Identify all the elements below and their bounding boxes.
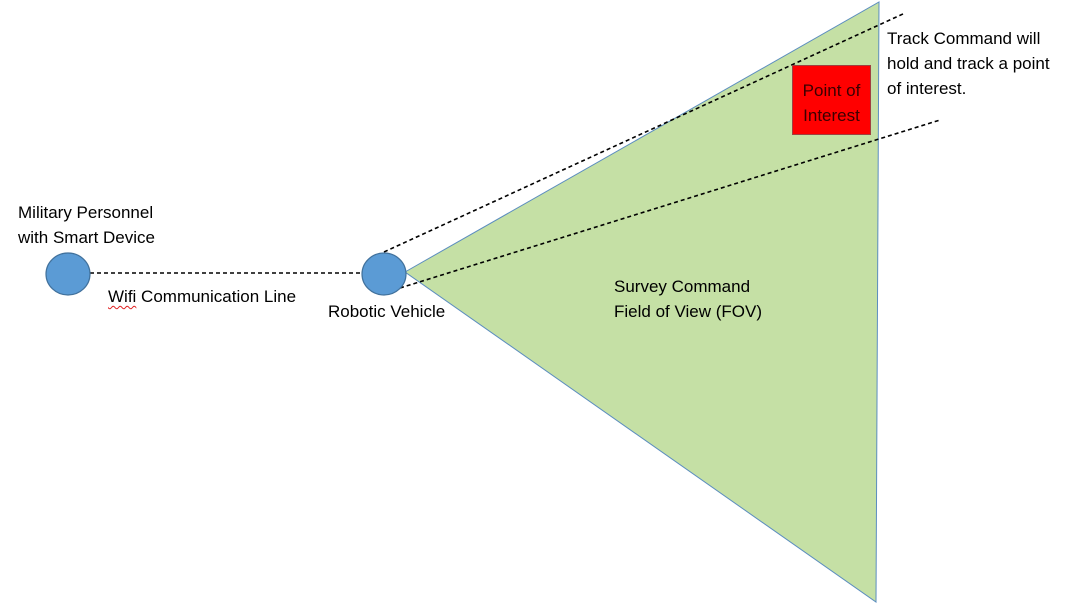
track-command-label-line: of interest. xyxy=(887,79,967,98)
survey-command-label-line: Survey Command xyxy=(614,277,751,296)
military-personnel-node[interactable] xyxy=(45,252,91,296)
wifi-communication-label: Wifi Communication Line xyxy=(108,284,296,309)
survey-command-label: Survey Command Field of View (FOV) xyxy=(614,274,762,324)
track-line-upper xyxy=(383,12,906,253)
wifi-label-rest: Communication Line xyxy=(136,287,297,306)
point-of-interest-box[interactable]: Point of Interest xyxy=(792,65,871,135)
military-personnel-label: Military Personnel with Smart Device xyxy=(18,200,155,250)
field-of-view-triangle xyxy=(404,1,880,603)
track-command-label-line: Track Command will xyxy=(887,29,1041,48)
track-line-lower xyxy=(399,119,941,289)
point-of-interest-label-line: Point of xyxy=(802,81,861,100)
point-of-interest-label-line: Interest xyxy=(803,106,860,125)
track-command-label-line: hold and track a point xyxy=(887,54,1050,73)
robotic-vehicle-node[interactable] xyxy=(361,252,407,296)
survey-command-label-line: Field of View (FOV) xyxy=(614,302,763,321)
robotic-vehicle-label: Robotic Vehicle xyxy=(328,299,445,324)
military-personnel-label-line: with Smart Device xyxy=(18,228,155,247)
military-personnel-label-line: Military Personnel xyxy=(18,203,154,222)
track-command-label: Track Command will hold and track a poin… xyxy=(887,26,1050,101)
robotic-vehicle-label-text: Robotic Vehicle xyxy=(328,302,446,321)
wifi-word: Wifi xyxy=(108,287,137,306)
